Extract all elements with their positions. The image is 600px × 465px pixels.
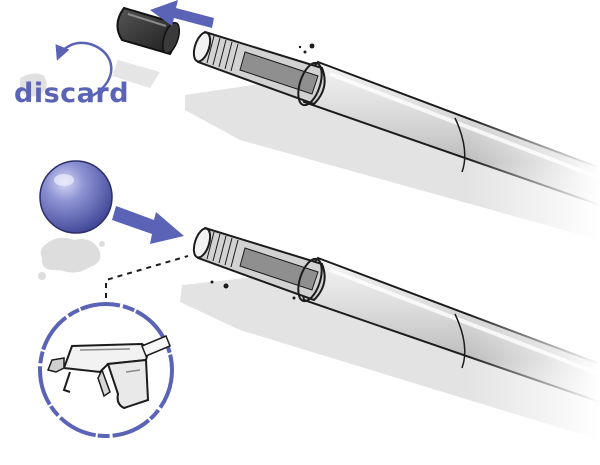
discard-label: discard — [14, 78, 130, 109]
